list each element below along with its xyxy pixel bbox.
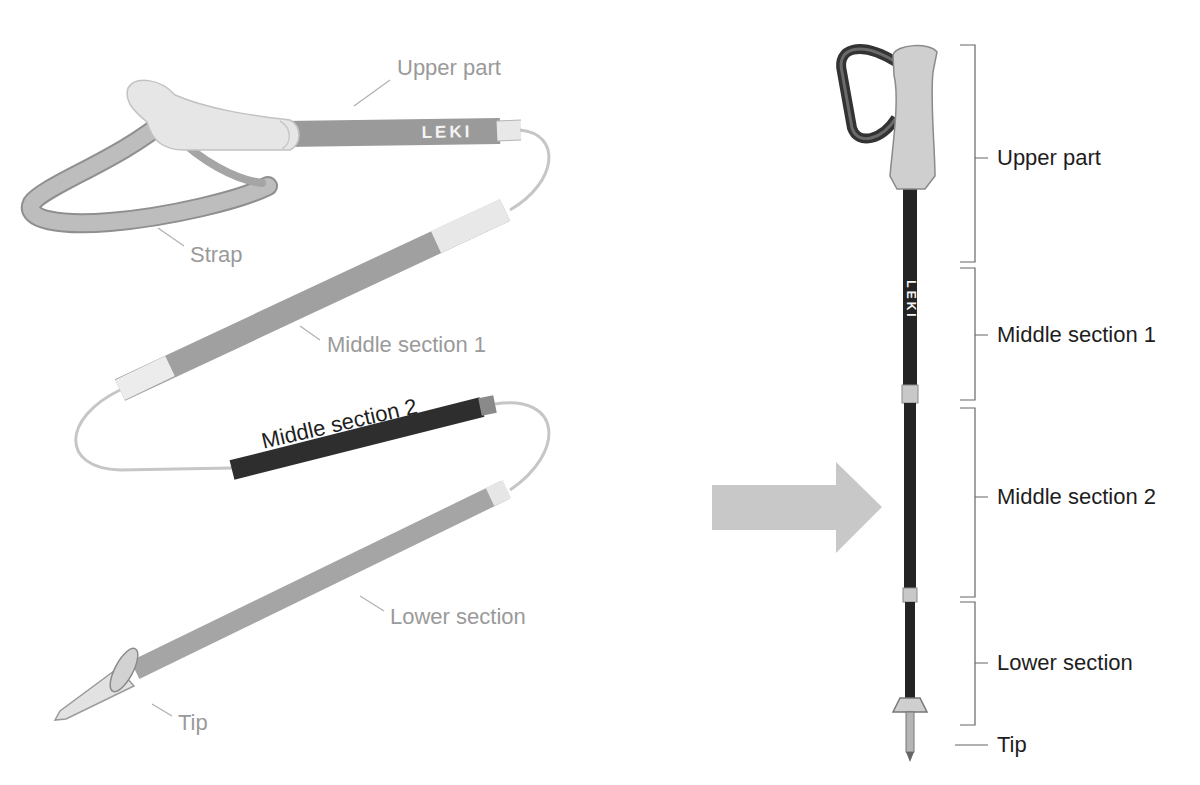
leader-line [152, 704, 172, 716]
part-label: Middle section 2 [997, 485, 1156, 509]
part-label: Lower section [997, 651, 1133, 675]
middle-section-1 [436, 210, 505, 242]
part-label: Middle section 1 [327, 333, 486, 357]
bracket [960, 45, 988, 262]
assembled-pole [893, 698, 927, 712]
assembled-pole [904, 403, 916, 588]
bracket [960, 602, 988, 725]
part-label: Upper part [397, 56, 501, 80]
assembled-pole [841, 46, 937, 762]
bracket [960, 268, 988, 400]
upper-part [127, 80, 299, 150]
middle-section-2 [480, 404, 495, 407]
upper-part [127, 80, 521, 150]
lower-section [105, 645, 143, 696]
leader-line [300, 326, 320, 340]
cord [495, 403, 549, 490]
bracket [955, 45, 988, 745]
part-label: Middle section 1 [997, 323, 1156, 347]
leader-line [152, 80, 390, 716]
upper-part [280, 121, 289, 149]
bracket [955, 744, 988, 745]
assembled-pole [905, 602, 915, 698]
bracket [960, 408, 988, 597]
brand-logo: LEKI [421, 123, 472, 143]
leader-line [354, 80, 390, 106]
upper-part [497, 140, 521, 141]
assembled-pole [903, 185, 917, 385]
assembled-pole [903, 588, 917, 602]
upper-part [497, 120, 521, 121]
upper-part [497, 130, 521, 131]
part-label: Tip [178, 711, 208, 735]
middle-section-1 [120, 366, 170, 390]
part-label: Strap [190, 243, 243, 267]
assembled-pole [902, 385, 918, 403]
assembled-pole [890, 46, 937, 189]
cord [76, 390, 232, 470]
assembled-pole [906, 752, 914, 762]
part-label: Upper part [997, 146, 1101, 170]
part-label: Tip [997, 733, 1027, 757]
part-label: Lower section [390, 605, 526, 629]
leader-line [158, 228, 184, 246]
arrow [712, 462, 882, 553]
lower-section [135, 490, 505, 670]
cord [76, 130, 549, 490]
leader-line [360, 596, 384, 611]
assembled-pole [841, 49, 896, 138]
assembled-pole [906, 712, 914, 752]
part-label: Middle section 2 [259, 394, 419, 453]
cord [510, 130, 549, 210]
middle-section-1 [120, 210, 505, 390]
middle-section-1 [120, 210, 505, 390]
lower-section [490, 489, 507, 497]
brand-logo: LEKI [903, 280, 916, 319]
assembled-pole [841, 49, 896, 138]
